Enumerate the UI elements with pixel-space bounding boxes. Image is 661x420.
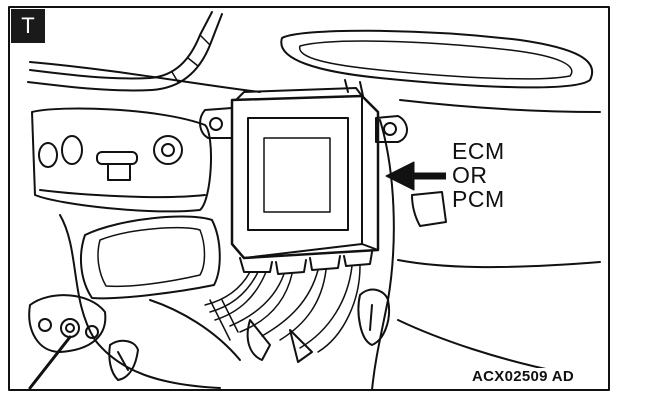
section-badge: T — [11, 9, 45, 43]
arrow-left-icon — [385, 161, 446, 191]
control-module — [230, 87, 380, 260]
dash-trim-top — [29, 11, 213, 80]
left-vent-cluster — [31, 107, 213, 213]
callout-label-pcm: PCM — [452, 186, 505, 212]
dash-top-edge — [29, 61, 601, 113]
callout-label-or: OR — [452, 162, 488, 188]
mirror-outline — [280, 29, 594, 89]
figure-border — [8, 6, 610, 391]
callout-label-ecm: ECM — [452, 138, 505, 164]
module-connectors — [204, 251, 373, 353]
section-letter: T — [21, 13, 35, 38]
display-panel — [80, 215, 221, 300]
right-dash-panel — [371, 119, 395, 391]
ignition-switch — [28, 294, 107, 390]
figure-id: ACX02509 AD — [470, 368, 606, 386]
